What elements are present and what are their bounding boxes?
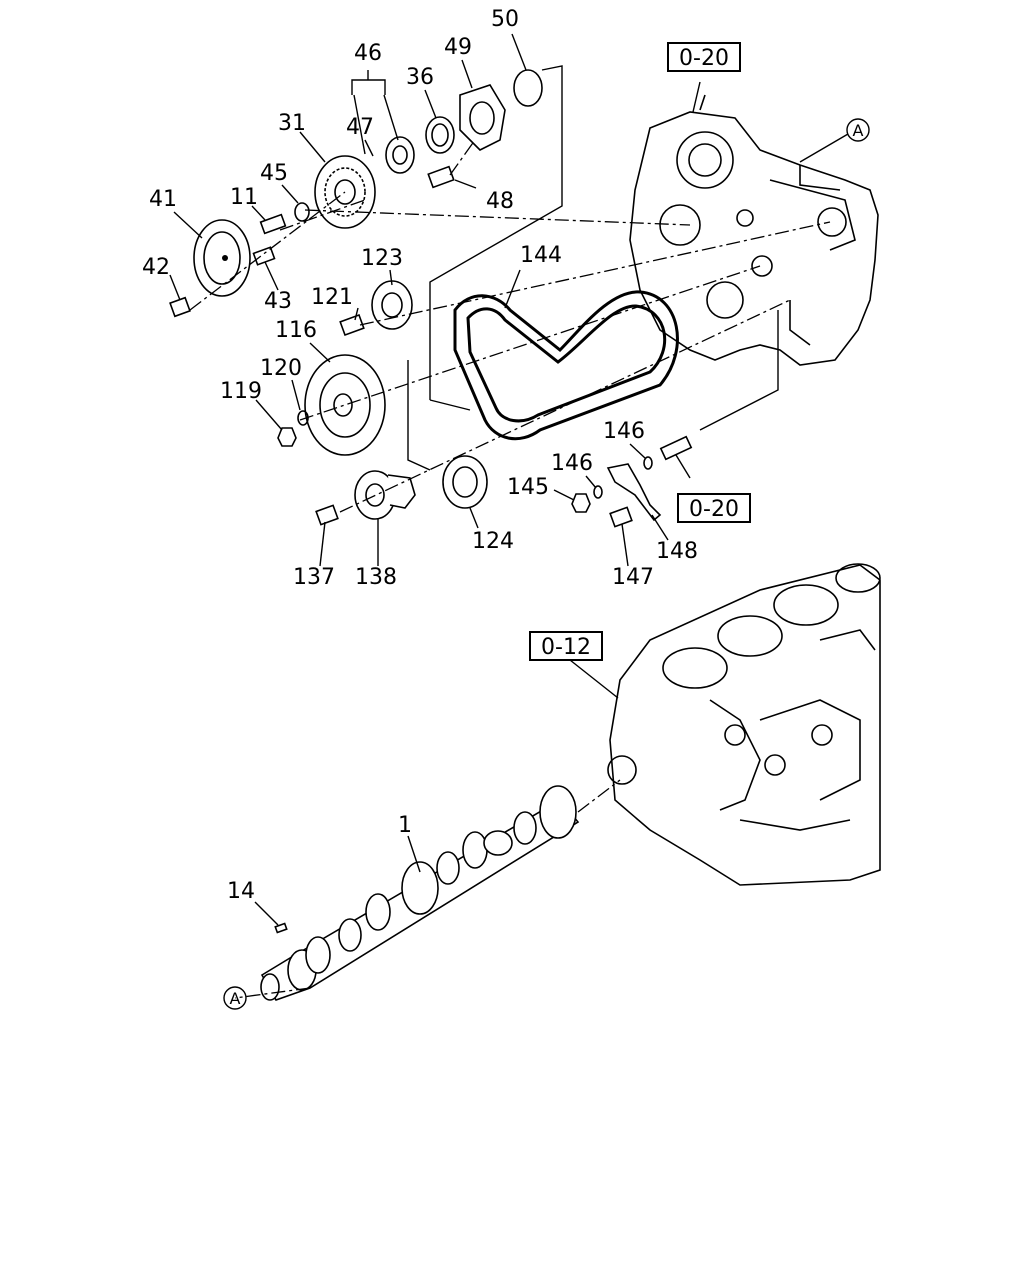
bolt-48 [427, 165, 455, 189]
label-31: 31 [278, 111, 306, 136]
label-148: 148 [656, 539, 698, 564]
bolt-11 [259, 213, 287, 235]
bracket-lines [351, 65, 779, 471]
flange-47 [385, 136, 415, 174]
ref-label-top: 0-20 [679, 46, 729, 71]
idler-pulley-123 [371, 280, 413, 330]
bolt-137 [315, 504, 339, 526]
label-146-right: 146 [603, 419, 645, 444]
ref-box-block: 0-12 [529, 631, 603, 661]
label-123: 123 [361, 246, 403, 271]
marker-a-bottom-label: A [230, 989, 241, 1008]
label-1: 1 [398, 813, 412, 838]
label-36: 36 [406, 65, 434, 90]
label-145: 145 [507, 475, 549, 500]
label-41: 41 [149, 187, 177, 212]
ref-label-block: 0-12 [541, 635, 591, 660]
label-119: 119 [220, 379, 262, 404]
nut-145 [571, 493, 591, 513]
label-45: 45 [260, 161, 288, 186]
bolt-147 [609, 506, 633, 528]
bolt-43 [252, 246, 276, 266]
washer-146-right [643, 456, 653, 470]
nut-119 [277, 427, 297, 447]
stud-bolt [659, 435, 693, 461]
camshaft [260, 785, 580, 1001]
tensioner-138 [354, 470, 416, 520]
label-48: 48 [486, 189, 514, 214]
label-49: 49 [444, 35, 472, 60]
marker-a-bottom: A [223, 986, 247, 1010]
label-42: 42 [142, 255, 170, 280]
leader-lines [169, 33, 849, 926]
bolt-121 [339, 313, 365, 337]
marker-a-top: A [846, 118, 870, 142]
label-14: 14 [227, 879, 255, 904]
label-137: 137 [293, 565, 335, 590]
part-labels: 50 46 49 36 47 31 45 11 41 48 42 43 123 … [142, 7, 698, 904]
pulley-plate-41 [193, 219, 251, 297]
label-138: 138 [355, 565, 397, 590]
label-147: 147 [612, 565, 654, 590]
assembly-axis-lines [189, 139, 831, 999]
label-144: 144 [520, 243, 562, 268]
idler-124 [442, 455, 488, 509]
marker-a-top-label: A [853, 121, 864, 140]
ref-label-mid: 0-20 [689, 497, 739, 522]
label-11: 11 [230, 185, 258, 210]
o-ring-50 [513, 69, 543, 107]
label-120: 120 [260, 356, 302, 381]
crank-sprocket-116 [304, 354, 386, 456]
cylinder-block [607, 563, 881, 886]
label-124: 124 [472, 529, 514, 554]
washer-45 [294, 202, 310, 222]
label-47: 47 [346, 115, 374, 140]
seal-housing-49 [459, 84, 506, 151]
label-116: 116 [275, 318, 317, 343]
ref-box-mid: 0-20 [677, 493, 751, 523]
label-43: 43 [264, 289, 292, 314]
ref-box-top: 0-20 [667, 42, 741, 72]
label-121: 121 [311, 285, 353, 310]
bracket-148 [606, 463, 662, 522]
oil-seal-36 [425, 116, 455, 154]
label-50: 50 [491, 7, 519, 32]
front-cover-housing [629, 94, 879, 366]
washer-146-left [593, 485, 603, 499]
bolt-42 [169, 296, 191, 318]
label-46: 46 [354, 41, 382, 66]
timing-belt [453, 290, 679, 441]
label-146-left: 146 [551, 451, 593, 476]
